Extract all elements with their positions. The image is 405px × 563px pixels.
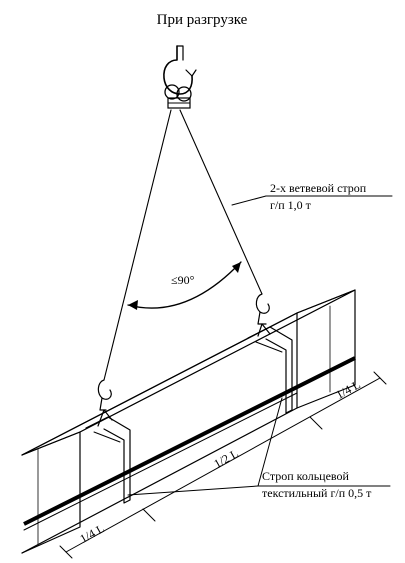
ring-sling-label-line1: Строп кольцевой [262,469,350,483]
ring-sling-callout [127,397,391,496]
dim-left-label: 1/4 L [77,521,106,546]
sling-callout [231,195,393,206]
ring-sling-right [247,323,293,414]
beam [21,289,356,554]
crane-hook [163,45,197,109]
angle-arc [127,261,242,310]
diagram-title: При разгрузке [157,12,248,28]
dimension-line-bottom [59,371,387,559]
angle-label: ≤90° [171,273,195,287]
two-leg-sling [97,109,270,411]
sling-label-line1: 2-х ветвевой строп [270,181,367,195]
ring-sling-label-line2: текстильный г/п 0,5 т [262,486,372,500]
dim-right-label: 1/4 L [333,377,362,402]
dim-middle-label: 1/2 L [211,446,240,471]
ring-sling-left [85,409,131,504]
sling-label-line2: г/п 1,0 т [270,198,312,212]
